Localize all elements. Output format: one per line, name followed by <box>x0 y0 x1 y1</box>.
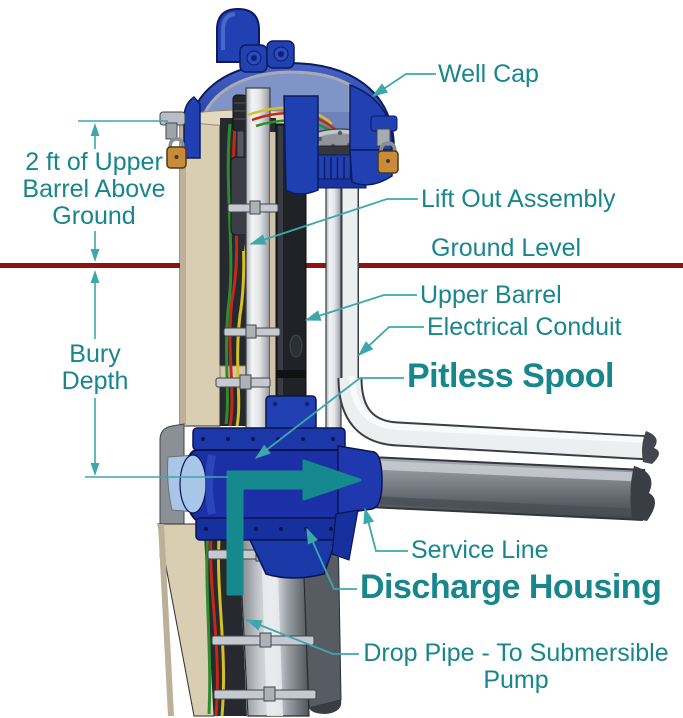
right-padlock <box>370 115 399 174</box>
dimension-2ft-above-ground <box>78 120 168 262</box>
leader-service-line <box>363 507 408 552</box>
lift-out-tool <box>230 94 250 251</box>
leader-lift-out <box>249 198 418 245</box>
label-upper-barrel: Upper Barrel <box>420 281 562 309</box>
label-well-cap: Well Cap <box>438 60 539 88</box>
leader-lines <box>245 73 436 655</box>
left-padlock <box>159 111 187 169</box>
label-pitless-spool: Pitless Spool <box>407 357 615 395</box>
label-ground-level: Ground Level <box>431 234 582 262</box>
pipe-clamps <box>215 200 281 390</box>
dimension-bury-depth <box>85 270 228 478</box>
leader-upper-barrel <box>304 294 417 321</box>
label-service-line: Service Line <box>411 536 549 564</box>
leader-electrical-conduit <box>357 326 424 357</box>
electrical-conduit-pipe <box>325 185 660 464</box>
service-line-pipe <box>346 455 656 521</box>
label-drop-pipe: Drop Pipe - To Submersible Pump <box>363 639 669 694</box>
leader-well-cap <box>371 73 436 97</box>
label-discharge-housing: Discharge Housing <box>360 568 662 606</box>
leader-pitless-spool <box>254 377 404 459</box>
label-lift-out-assembly: Lift Out Assembly <box>421 185 616 213</box>
flow-arrow <box>226 459 362 596</box>
leader-discharge-housing <box>306 527 357 590</box>
well-cap-front <box>159 7 399 195</box>
label-bury-depth: Bury Depth <box>61 340 129 395</box>
label-above-ground: 2 ft of Upper Barrel Above Ground <box>22 148 166 230</box>
label-electrical-conduit: Electrical Conduit <box>427 313 622 341</box>
leader-drop-pipe <box>245 619 359 655</box>
